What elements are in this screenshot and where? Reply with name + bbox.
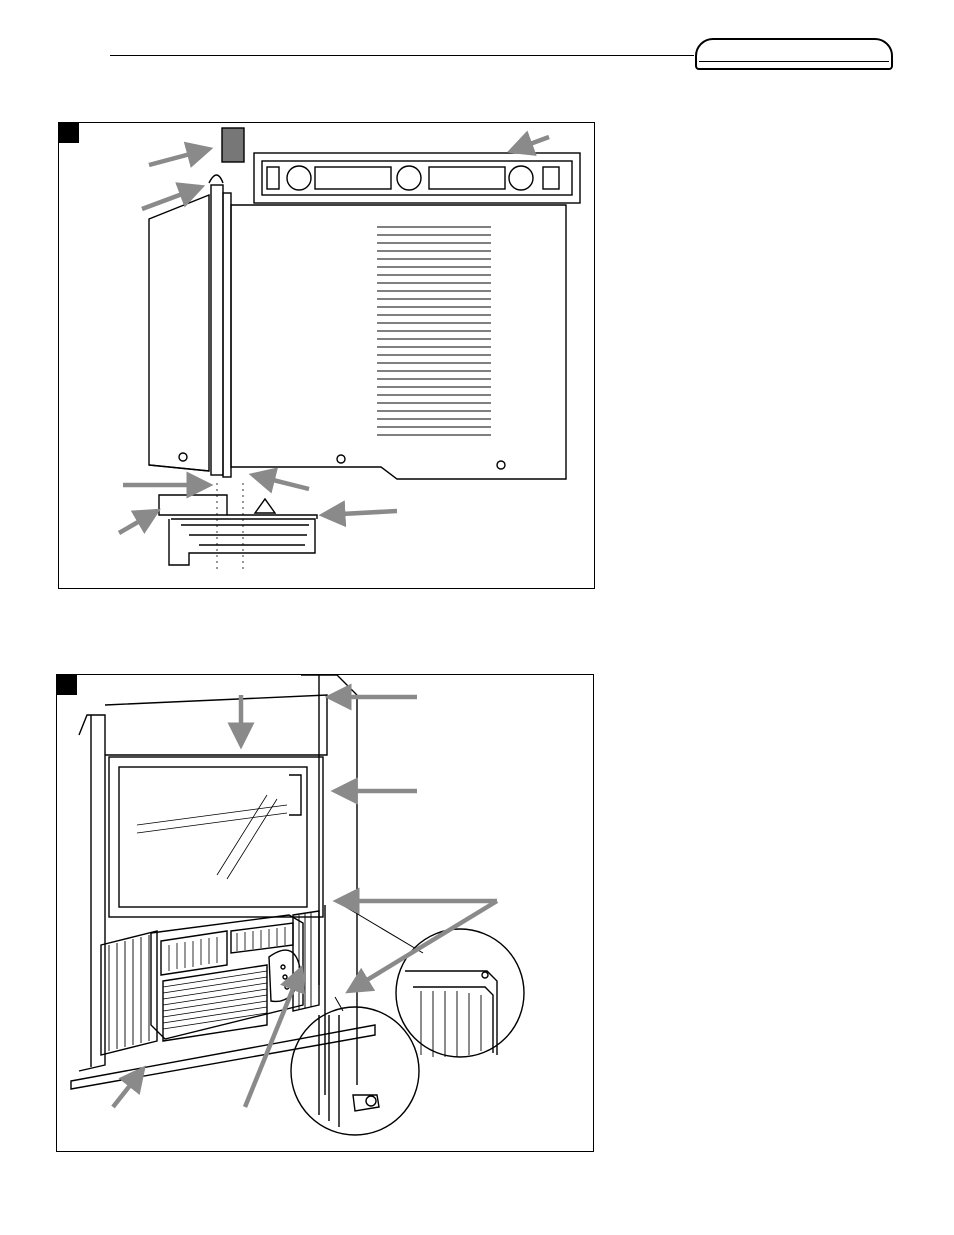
vent-grille [377,227,491,435]
sill-cushion [159,495,227,515]
figure-2-illustration [57,675,595,1153]
magnifier-circle-icon [291,1007,419,1135]
upper-sash-block [222,128,244,162]
figure-1-side-view [58,122,595,589]
header-rule [110,55,694,56]
side-rail [211,185,223,475]
figure-2-installed-view [56,674,594,1152]
leveling-bracket [255,499,275,513]
front-panel [149,195,209,471]
lower-sash [109,757,323,917]
callout-arrow-icon [119,137,549,533]
cabinet-body [231,205,566,479]
upper-sash [105,695,327,755]
figure-1-illustration [59,123,596,590]
header-tab [695,38,893,70]
accordion-panel-right [293,911,319,1011]
window-sill [169,519,315,565]
